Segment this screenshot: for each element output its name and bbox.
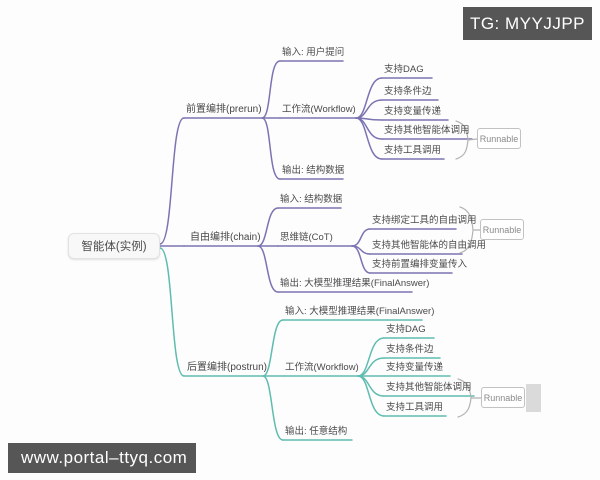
node-prerun-input[interactable]: 输入: 用户提问: [282, 47, 345, 58]
node-prerun[interactable]: 前置编排(prerun): [186, 104, 262, 115]
brace-prerun-runnable: [455, 120, 478, 160]
runnable-box-postrun[interactable]: Runnable: [481, 387, 525, 408]
node-prerun-dag[interactable]: 支持DAG: [384, 64, 424, 75]
node-chain-input[interactable]: 输入: 结构数据: [280, 194, 343, 205]
node-postrun-cond-edge[interactable]: 支持条件边: [386, 344, 434, 355]
purple-branch-lines: [159, 60, 473, 293]
node-cot-prerun-vars[interactable]: 支持前置编排变量传入: [372, 259, 468, 270]
brace-postrun-runnable: [457, 378, 482, 418]
node-postrun-input[interactable]: 输入: 大模型推理结果(FinalAnswer): [285, 306, 435, 317]
runnable-box-prerun[interactable]: Runnable: [477, 128, 521, 149]
gray-artifact-block: [526, 384, 541, 412]
node-postrun-output[interactable]: 输出: 任意结构: [285, 426, 348, 437]
tg-badge: TG: MYYJJPP: [463, 7, 592, 40]
node-postrun-workflow[interactable]: 工作流(Workflow): [285, 362, 359, 373]
node-cot-bound-tools[interactable]: 支持绑定工具的自由调用: [372, 215, 477, 226]
node-chain-output[interactable]: 输出: 大模型推理结果(FinalAnswer): [280, 278, 430, 289]
brace-chain-runnable: [459, 206, 481, 254]
node-chain-cot[interactable]: 思维链(CoT): [280, 232, 333, 243]
node-chain[interactable]: 自由编排(chain): [190, 232, 261, 243]
node-prerun-tool-call[interactable]: 支持工具调用: [384, 145, 442, 156]
node-prerun-cond-edge[interactable]: 支持条件边: [384, 86, 432, 97]
node-postrun-var-pass[interactable]: 支持变量传递: [386, 362, 444, 373]
node-prerun-var-pass[interactable]: 支持变量传递: [384, 106, 442, 117]
node-postrun[interactable]: 后置编排(postrun): [187, 362, 268, 373]
teal-branch-lines: [159, 247, 475, 441]
node-postrun-tool-call[interactable]: 支持工具调用: [386, 402, 444, 413]
node-prerun-output[interactable]: 输出: 结构数据: [282, 165, 345, 176]
node-postrun-agent-call[interactable]: 支持其他智能体调用: [386, 382, 472, 393]
runnable-box-chain[interactable]: Runnable: [480, 219, 524, 240]
node-prerun-workflow[interactable]: 工作流(Workflow): [282, 104, 356, 115]
root-node-agent[interactable]: 智能体(实例): [68, 233, 160, 259]
node-prerun-agent-call[interactable]: 支持其他智能体调用: [384, 125, 470, 136]
node-postrun-dag[interactable]: 支持DAG: [386, 324, 426, 335]
watermark: www.portal–ttyq.com: [8, 443, 196, 473]
node-cot-other-agents[interactable]: 支持其他智能体的自由调用: [372, 240, 487, 251]
